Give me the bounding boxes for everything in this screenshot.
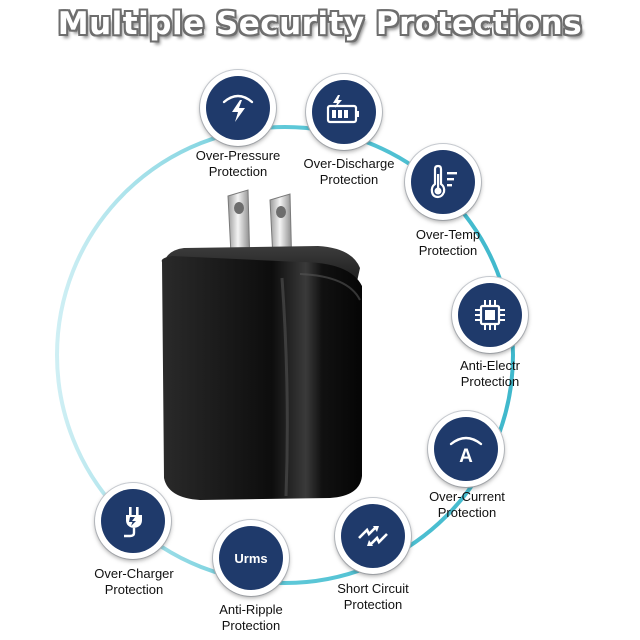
over-temp-label: Over-Temp Protection bbox=[415, 227, 481, 258]
over-discharge-label: Over-Discharge Protection bbox=[303, 156, 395, 187]
ring-arc bbox=[55, 125, 515, 585]
over-pressure-label: Over-Pressure Protection bbox=[195, 148, 281, 179]
short-circuit-badge bbox=[335, 498, 411, 574]
thermometer-icon bbox=[430, 164, 457, 199]
over-temp-badge bbox=[405, 144, 481, 220]
anti-electr-badge bbox=[452, 277, 528, 353]
over-charger-badge bbox=[95, 483, 171, 559]
urms-text: Urms bbox=[234, 551, 267, 566]
over-charger-label: Over-Charger Protection bbox=[94, 566, 174, 597]
urms-icon: Urms bbox=[234, 551, 267, 566]
battery-charge-icon bbox=[326, 95, 359, 124]
anti-ripple-label: Anti-Ripple Protection bbox=[219, 602, 283, 633]
headline: Multiple Security Protections bbox=[57, 6, 583, 42]
short-circuit-icon bbox=[358, 526, 388, 546]
short-circuit-label: Short Circuit Protection bbox=[337, 581, 409, 612]
ampere-letter: A bbox=[459, 446, 473, 467]
lightning-gauge-icon bbox=[222, 94, 254, 122]
over-current-badge: A bbox=[428, 411, 504, 487]
anti-electr-label: Anti-Electr Protection bbox=[460, 358, 520, 389]
chip-icon bbox=[475, 300, 505, 330]
over-discharge-badge bbox=[306, 74, 382, 150]
over-current-label: Over-Current Protection bbox=[429, 489, 505, 520]
over-pressure-badge bbox=[200, 70, 276, 146]
anti-ripple-badge: Urms bbox=[213, 520, 289, 596]
plug-icon bbox=[124, 507, 142, 538]
ampere-gauge-icon: A bbox=[449, 436, 483, 467]
